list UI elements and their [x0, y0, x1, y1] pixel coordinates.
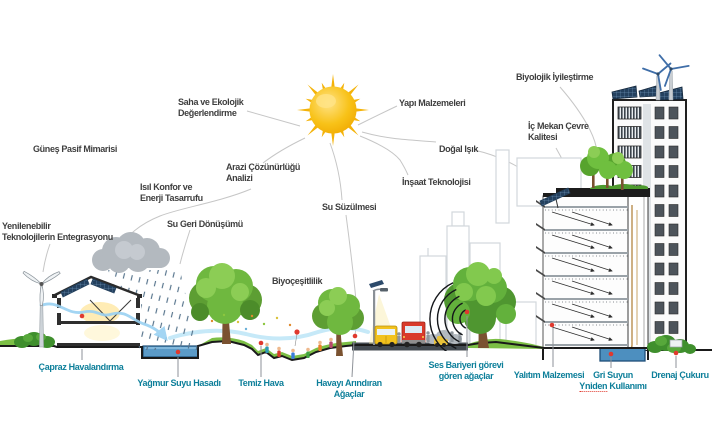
house-solar-right	[90, 278, 117, 294]
left-bushes	[14, 332, 55, 348]
label-biyolojik-iyilestirme: Biyolojik İyileştirme	[516, 72, 594, 82]
label-drenaj-cukuru: Drenaj Çukuru	[651, 370, 709, 380]
label-yagmur-suyu-hasadi: Yağmur Suyu Hasadı	[137, 378, 221, 388]
roof-slab	[556, 188, 650, 197]
label-su-geri-donusumu: Su Geri Dönüşümü	[167, 219, 243, 229]
label-yapi-malzemeleri: Yapı Malzemeleri	[399, 98, 466, 108]
daylight-arrows	[551, 211, 613, 341]
roof-trees	[580, 146, 633, 190]
floor-slabs	[545, 206, 628, 346]
road	[352, 342, 468, 351]
label-gunes-pasif-mimarisi: Güneş Pasif Mimarisi	[33, 144, 118, 154]
label-insaat-teknolojisi: İnşaat Teknolojisi	[402, 177, 471, 187]
playing-children	[265, 329, 333, 359]
right-bushes	[647, 335, 696, 354]
label-capraz-havalandirma: Çapraz Havalandırma	[38, 362, 124, 372]
park-tree-2	[312, 287, 364, 356]
solar-house	[39, 275, 168, 346]
label-biyocesitlilik: Biyoçeşitlilik	[272, 276, 323, 286]
label-temiz-hava: Temiz Hava	[238, 378, 284, 388]
park-tree-1	[189, 263, 262, 344]
label-pointer-lines	[81, 316, 677, 378]
cross-ventilation-airflow	[39, 302, 168, 342]
label-yalitim-malzemesi: Yalıtım Malzemesi	[513, 370, 585, 380]
truck	[401, 321, 426, 348]
green-roof-building	[536, 146, 650, 360]
roof-solar-panel	[539, 187, 571, 209]
wind-turbine	[22, 270, 61, 348]
roof-wind-turbines	[642, 54, 690, 101]
red-markers	[79, 309, 679, 357]
bus	[374, 325, 398, 348]
rain-cloud	[92, 232, 170, 273]
label-su-suzulmesi: Su Süzülmesi	[322, 202, 377, 212]
noise-barrier-tree	[444, 262, 516, 348]
butterflies	[210, 313, 292, 331]
facade-fins	[536, 200, 545, 323]
house-solar-left	[60, 278, 90, 298]
sun-icon	[297, 74, 369, 146]
noise-barrier-arcs	[429, 282, 467, 351]
label-dogal-isik: Doğal Işık	[439, 144, 479, 154]
rain	[108, 270, 198, 350]
dark-windows	[654, 106, 679, 334]
green-roof	[590, 184, 648, 189]
graywater-tank	[599, 347, 646, 362]
